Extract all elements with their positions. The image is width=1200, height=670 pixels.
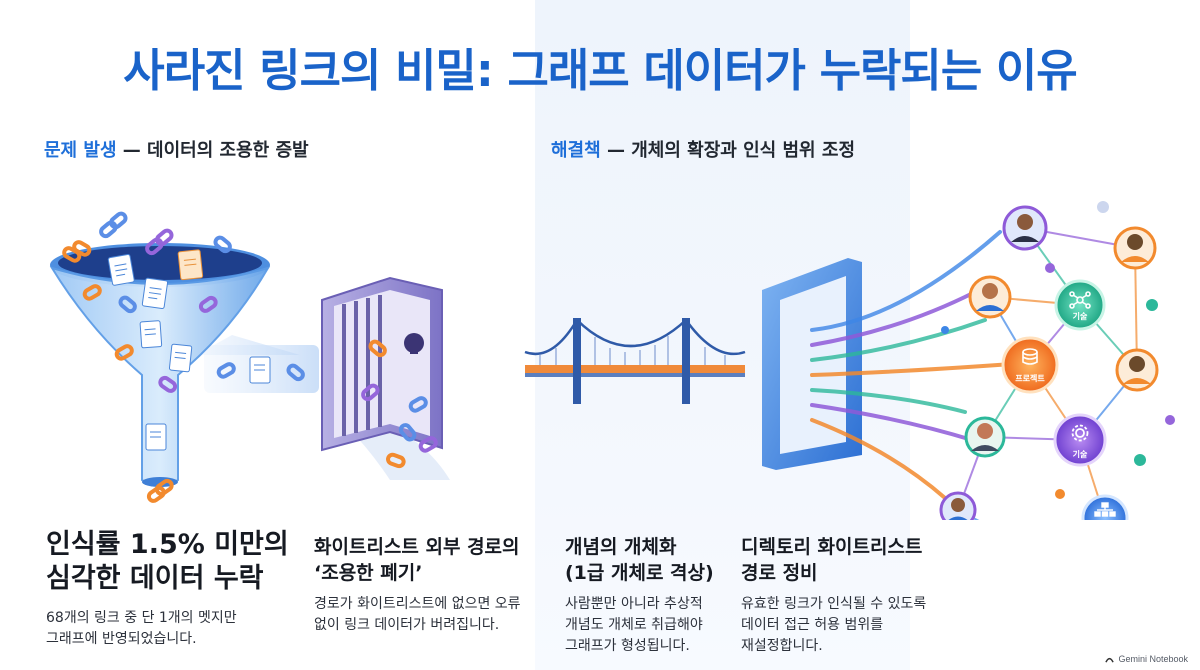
solution-heading: 해결책 — 개체의 확장과 인식 범위 조정	[551, 136, 855, 162]
caption-body-line1: 사람뿐만 아니라 추상적	[565, 596, 703, 612]
directory-doorway	[762, 258, 862, 470]
solution-heading-text: — 개체의 확장과 인식 범위 조정	[600, 140, 856, 161]
caption-heading-line2: 경로 정비	[741, 562, 818, 584]
entity-label-tech: 기술	[1073, 311, 1088, 321]
caption-silent-discard: 화이트리스트 외부 경로의 ‘조용한 폐기’ 경로가 화이트리스트에 없으면 오…	[314, 534, 534, 636]
problem-heading-text: — 데이터의 조용한 증발	[116, 140, 309, 161]
network-dots	[941, 201, 1175, 499]
bridge-deck	[525, 365, 745, 373]
caption-body: 유효한 링크가 인식될 수 있도록 데이터 접근 허용 범위를 재설정합니다.	[741, 594, 941, 657]
caption-heading-line2: (1급 개체로 격상)	[565, 562, 714, 584]
caption-body-line1: 유효한 링크가 인식될 수 있도록	[741, 596, 927, 612]
caption-body-line2: 없이 링크 데이터가 버려집니다.	[314, 617, 500, 633]
caption-body-line2: 데이터 접근 허용 범위를	[741, 617, 884, 633]
caption-body: 경로가 화이트리스트에 없으면 오류 없이 링크 데이터가 버려집니다.	[314, 594, 534, 636]
lock-icon	[404, 333, 424, 353]
chain-link-icons	[62, 211, 305, 503]
funnel	[49, 243, 319, 487]
person-avatar	[964, 416, 1006, 458]
caption-low-recognition: 인식률 1.5% 미만의 심각한 데이터 누락 68개의 링크 중 단 1개의 …	[46, 528, 316, 650]
watermark: Gemini Notebook	[1105, 654, 1188, 664]
caption-body-line2: 그래프에 반영되었습니다.	[46, 631, 197, 647]
funnel-mouth	[58, 246, 262, 280]
problem-heading-highlight: 문제 발생	[44, 140, 117, 161]
funnel-body	[49, 266, 271, 487]
person-avatar	[968, 275, 1012, 319]
caption-body-line3: 그래프가 형성됩니다.	[565, 638, 690, 654]
caption-body-line3: 재설정합니다.	[741, 638, 823, 654]
caption-body: 68개의 링크 중 단 1개의 멧지만 그래프에 반영되었습니다.	[46, 608, 316, 650]
solution-heading-highlight: 해결책	[551, 140, 601, 161]
caption-heading-line1: 인식률 1.5% 미만의	[46, 529, 289, 560]
bridge-tower-left	[573, 318, 581, 404]
whitelist-gate	[321, 276, 450, 480]
data-flow-arrows	[810, 230, 1014, 500]
entity-label-tech-2: 기술	[1073, 449, 1088, 459]
person-avatar	[1113, 226, 1157, 270]
entity-node-tech: 기술	[1054, 279, 1106, 331]
caption-whitelist-fix: 디렉토리 화이트리스트 경로 정비 유효한 링크가 인식될 수 있도록 데이터 …	[741, 534, 941, 657]
gate-bars	[342, 295, 382, 436]
entity-node-project: 프로젝트	[1001, 336, 1059, 394]
problem-heading: 문제 발생 — 데이터의 조용한 증발	[44, 136, 309, 162]
person-avatar	[1002, 205, 1048, 251]
caption-body-line1: 경로가 화이트리스트에 없으면 오류	[314, 596, 521, 612]
caption-body-line1: 68개의 링크 중 단 1개의 멧지만	[46, 610, 237, 626]
caption-heading-line1: 디렉토리 화이트리스트	[741, 536, 923, 558]
watermark-text: Gemini Notebook	[1118, 654, 1188, 664]
bridge-tower-right	[682, 318, 690, 404]
caption-heading-line2: ‘조용한 폐기’	[314, 562, 423, 584]
bridge-cables	[524, 317, 746, 356]
caption-body-line2: 개념도 개체로 취급해야	[565, 617, 703, 633]
entity-label-project: 프로젝트	[1015, 373, 1045, 383]
entity-node-tech-2: 기술	[1053, 413, 1107, 467]
network-icon	[1069, 291, 1091, 309]
bridge	[524, 317, 746, 404]
notebook-logo-icon	[1105, 657, 1115, 663]
caption-heading-line1: 화이트리스트 외부 경로의	[314, 536, 520, 558]
document-icons	[107, 249, 271, 451]
doorway-opening	[780, 276, 846, 454]
caption-body: 사람뿐만 아니라 추상적 개념도 개체로 취급해야 그래프가 형성됩니다.	[565, 594, 735, 657]
caption-heading-line1: 개념의 개체화	[565, 536, 677, 558]
caption-heading-line2: 심각한 데이터 누락	[46, 563, 264, 594]
person-nodes	[939, 205, 1159, 520]
page-title: 사라진 링크의 비밀: 그래프 데이터가 누락되는 이유	[123, 44, 1077, 97]
database-icon	[1022, 348, 1038, 365]
caption-concept-entity: 개념의 개체화 (1급 개체로 격상) 사람뿐만 아니라 추상적 개념도 개체로…	[565, 534, 735, 657]
org-chart-icon	[1094, 502, 1116, 517]
gear-icon	[1071, 424, 1089, 442]
person-avatar	[939, 491, 977, 520]
illustration: 기술 프로젝트 기술 조직	[49, 201, 1175, 520]
entity-node-org: 조직	[1081, 494, 1129, 520]
discarded-link-icons	[361, 339, 438, 469]
person-avatar	[1115, 348, 1159, 392]
